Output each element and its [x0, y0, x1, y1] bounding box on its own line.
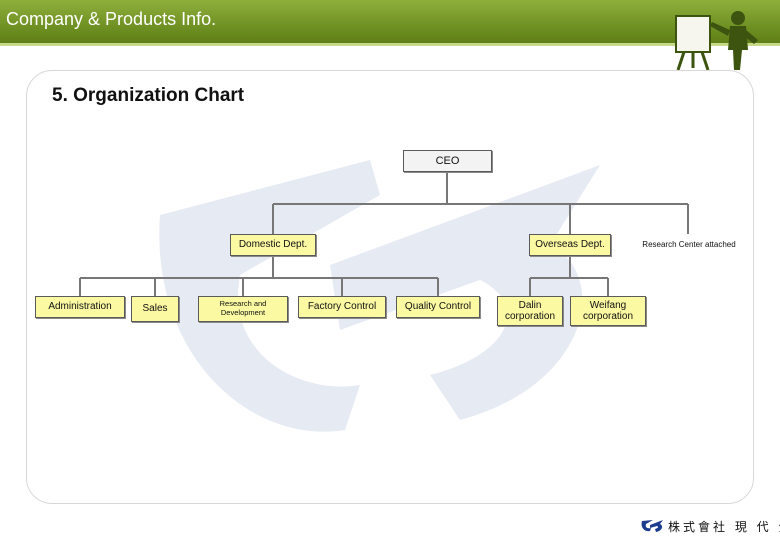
- header-bar: Company & Products Info.: [0, 0, 780, 46]
- presenter-icon: [675, 11, 758, 71]
- company-logo-icon: [641, 520, 663, 532]
- watermark-logo: [159, 160, 600, 432]
- page-title: 5. Organization Chart: [52, 85, 245, 106]
- org-node-dalin-corporation: Dalin corporation: [497, 296, 563, 326]
- org-node-sales: Sales: [131, 296, 179, 322]
- org-node-overseas-dept: Overseas Dept.: [529, 234, 611, 256]
- org-node-quality-control: Quality Control: [396, 296, 480, 318]
- org-node-administration: Administration: [35, 296, 125, 318]
- footer-company-name: 株式會社 現 代 企 業: [668, 520, 780, 534]
- header-title: Company & Products Info.: [6, 9, 217, 29]
- org-node-domestic-dept: Domestic Dept.: [230, 234, 316, 256]
- org-node-research-development: Research and Development: [198, 296, 288, 322]
- org-node-ceo: CEO: [403, 150, 492, 172]
- org-node-research-center: Research Center attached: [642, 240, 736, 250]
- footer-logo: 株式會社 現 代 企 業: [640, 516, 780, 536]
- org-node-weifang-corporation: Weifang corporation: [570, 296, 646, 326]
- org-node-factory-control: Factory Control: [298, 296, 386, 318]
